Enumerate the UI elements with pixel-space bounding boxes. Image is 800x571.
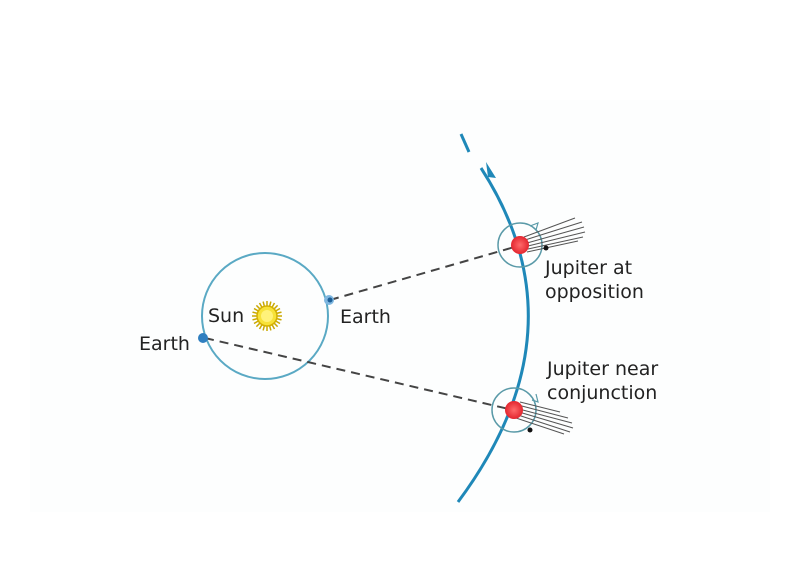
moon-icon: [543, 245, 549, 251]
sun-label: Sun: [208, 305, 245, 327]
sun-ray: [258, 324, 263, 330]
sun-ray: [252, 317, 258, 321]
orbit-direction-arrow-icon: [486, 162, 496, 178]
jupiter-conjunction-line1: Jupiter near: [547, 358, 659, 380]
jupiter-conjunction: [491, 387, 574, 435]
earth-right-label: Earth: [340, 306, 391, 328]
sun-ray: [276, 317, 282, 321]
sun-ray: [253, 320, 259, 325]
sun-ray: [275, 320, 281, 325]
jupiter-icon: [505, 401, 523, 419]
earth-left-label: Earth: [139, 333, 190, 355]
sun-ray: [262, 325, 266, 331]
sun-ray: [258, 302, 263, 308]
sun-ray: [268, 325, 272, 331]
sun-icon: [252, 301, 282, 331]
jupiter-conjunction-line2: conjunction: [547, 382, 658, 404]
sun-ray: [271, 324, 276, 330]
earth-orbit: [201, 252, 329, 380]
moon-icon: [527, 427, 533, 433]
jupiter-orbit: [456, 167, 530, 503]
jupiter-orbit-dash: [459, 133, 471, 153]
sun-ray: [252, 311, 258, 315]
sightline-conjunction: [204, 337, 514, 411]
background-panel: [30, 100, 770, 512]
jupiter-opposition-line2: opposition: [545, 281, 644, 303]
jupiter-conjunction-label: Jupiter near conjunction: [547, 357, 658, 405]
jupiter-opposition-line1: Jupiter at: [545, 257, 633, 279]
jupiter-opposition: [497, 217, 586, 268]
sun-ray: [253, 307, 259, 312]
sun-ray: [275, 307, 281, 312]
earth-left-icon: [198, 333, 208, 343]
sun-ray: [273, 304, 279, 310]
jupiter-icon: [511, 236, 529, 254]
sun-ray: [271, 302, 276, 308]
sun-ray: [276, 311, 282, 315]
sun-ray: [268, 301, 272, 307]
sightline-opposition: [329, 245, 519, 301]
sun-ray: [255, 304, 261, 310]
jupiter-opposition-label: Jupiter at opposition: [545, 256, 644, 304]
sun-ray: [255, 322, 261, 328]
sun-ray: [273, 322, 279, 328]
sun-ray: [262, 301, 266, 307]
